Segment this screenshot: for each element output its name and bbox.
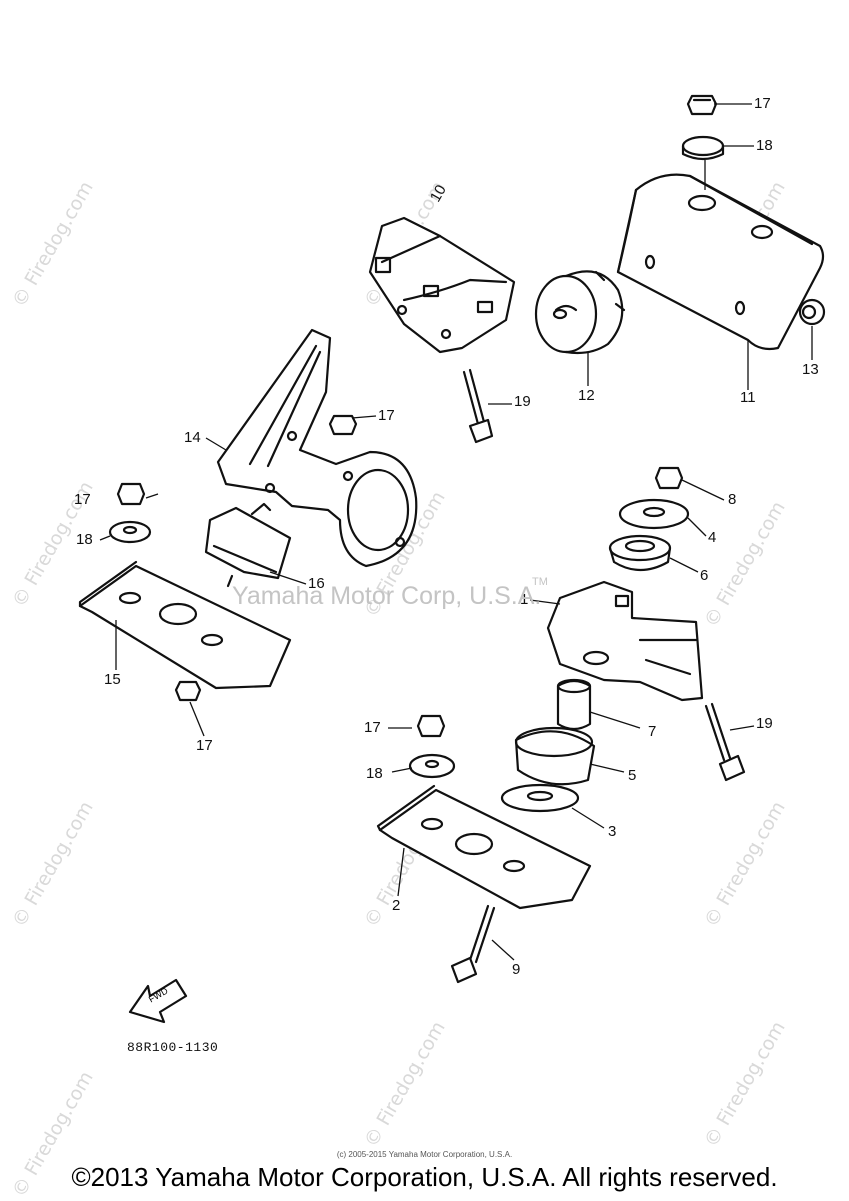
part-3-washer bbox=[500, 783, 580, 813]
part-17-nut-left bbox=[116, 482, 146, 506]
label-part-19-b: 19 bbox=[756, 715, 773, 732]
small-copyright: (c) 2005-2015 Yamaha Motor Corporation, … bbox=[336, 1150, 513, 1159]
drawing-code: 88R100-1130 bbox=[127, 1040, 219, 1055]
part-16-rubber-mount bbox=[204, 502, 292, 588]
label-part-17-e: 17 bbox=[196, 737, 213, 754]
label-part-13: 13 bbox=[802, 361, 819, 378]
label-part-18-a: 18 bbox=[756, 137, 773, 154]
part-19-bolt-upper bbox=[462, 368, 494, 444]
part-17-nut-mid bbox=[328, 414, 358, 436]
part-8-nut bbox=[654, 466, 684, 490]
label-part-1: 1 bbox=[520, 591, 529, 608]
part-14-support bbox=[216, 328, 418, 568]
label-part-14: 14 bbox=[184, 429, 201, 446]
part-10-bracket bbox=[368, 216, 516, 354]
part-15-plate bbox=[78, 560, 292, 690]
label-part-11: 11 bbox=[740, 389, 756, 406]
part-19-bolt-lower bbox=[704, 702, 746, 782]
label-part-17-c: 17 bbox=[74, 491, 91, 508]
part-18-washer-top bbox=[681, 135, 725, 161]
leader-lines bbox=[99, 103, 813, 961]
label-part-8: 8 bbox=[728, 491, 737, 508]
part-17-nut-lower bbox=[416, 714, 446, 738]
part-9-bolt bbox=[450, 904, 496, 984]
label-part-17-b: 17 bbox=[378, 407, 395, 424]
label-part-15: 15 bbox=[104, 671, 121, 688]
part-6-bushing bbox=[608, 534, 672, 572]
label-part-2: 2 bbox=[392, 897, 401, 914]
part-17-nut-top bbox=[686, 94, 718, 116]
label-part-7: 7 bbox=[648, 723, 657, 740]
label-part-18-c: 18 bbox=[366, 765, 383, 782]
center-watermark: Yamaha Motor Corp, U.S.A.TM bbox=[232, 576, 548, 610]
label-part-18-b: 18 bbox=[76, 531, 93, 548]
label-part-3: 3 bbox=[608, 823, 617, 840]
part-5-damper bbox=[514, 726, 596, 786]
label-part-16: 16 bbox=[308, 575, 325, 592]
part-4-washer bbox=[618, 498, 690, 530]
part-18-washer-lower bbox=[408, 753, 456, 779]
label-part-17-d: 17 bbox=[364, 719, 381, 736]
label-part-5: 5 bbox=[628, 767, 637, 784]
part-7-collar bbox=[556, 678, 592, 731]
fwd-arrow-icon bbox=[128, 978, 188, 1024]
part-1-bracket bbox=[546, 580, 704, 702]
part-12-cap bbox=[534, 270, 626, 355]
part-17-nut-lower-left bbox=[174, 680, 202, 702]
part-2-plate bbox=[376, 784, 592, 910]
label-part-19-a: 19 bbox=[514, 393, 531, 410]
label-part-9: 9 bbox=[512, 961, 521, 978]
part-11-cover bbox=[616, 173, 825, 351]
main-copyright: ©2013 Yamaha Motor Corporation, U.S.A. A… bbox=[71, 1162, 778, 1192]
part-18-washer-left bbox=[108, 520, 152, 544]
label-part-17-a: 17 bbox=[754, 95, 771, 112]
label-part-12: 12 bbox=[578, 387, 595, 404]
label-part-6: 6 bbox=[700, 567, 709, 584]
label-part-4: 4 bbox=[708, 529, 717, 546]
part-13-grommet bbox=[798, 298, 826, 326]
